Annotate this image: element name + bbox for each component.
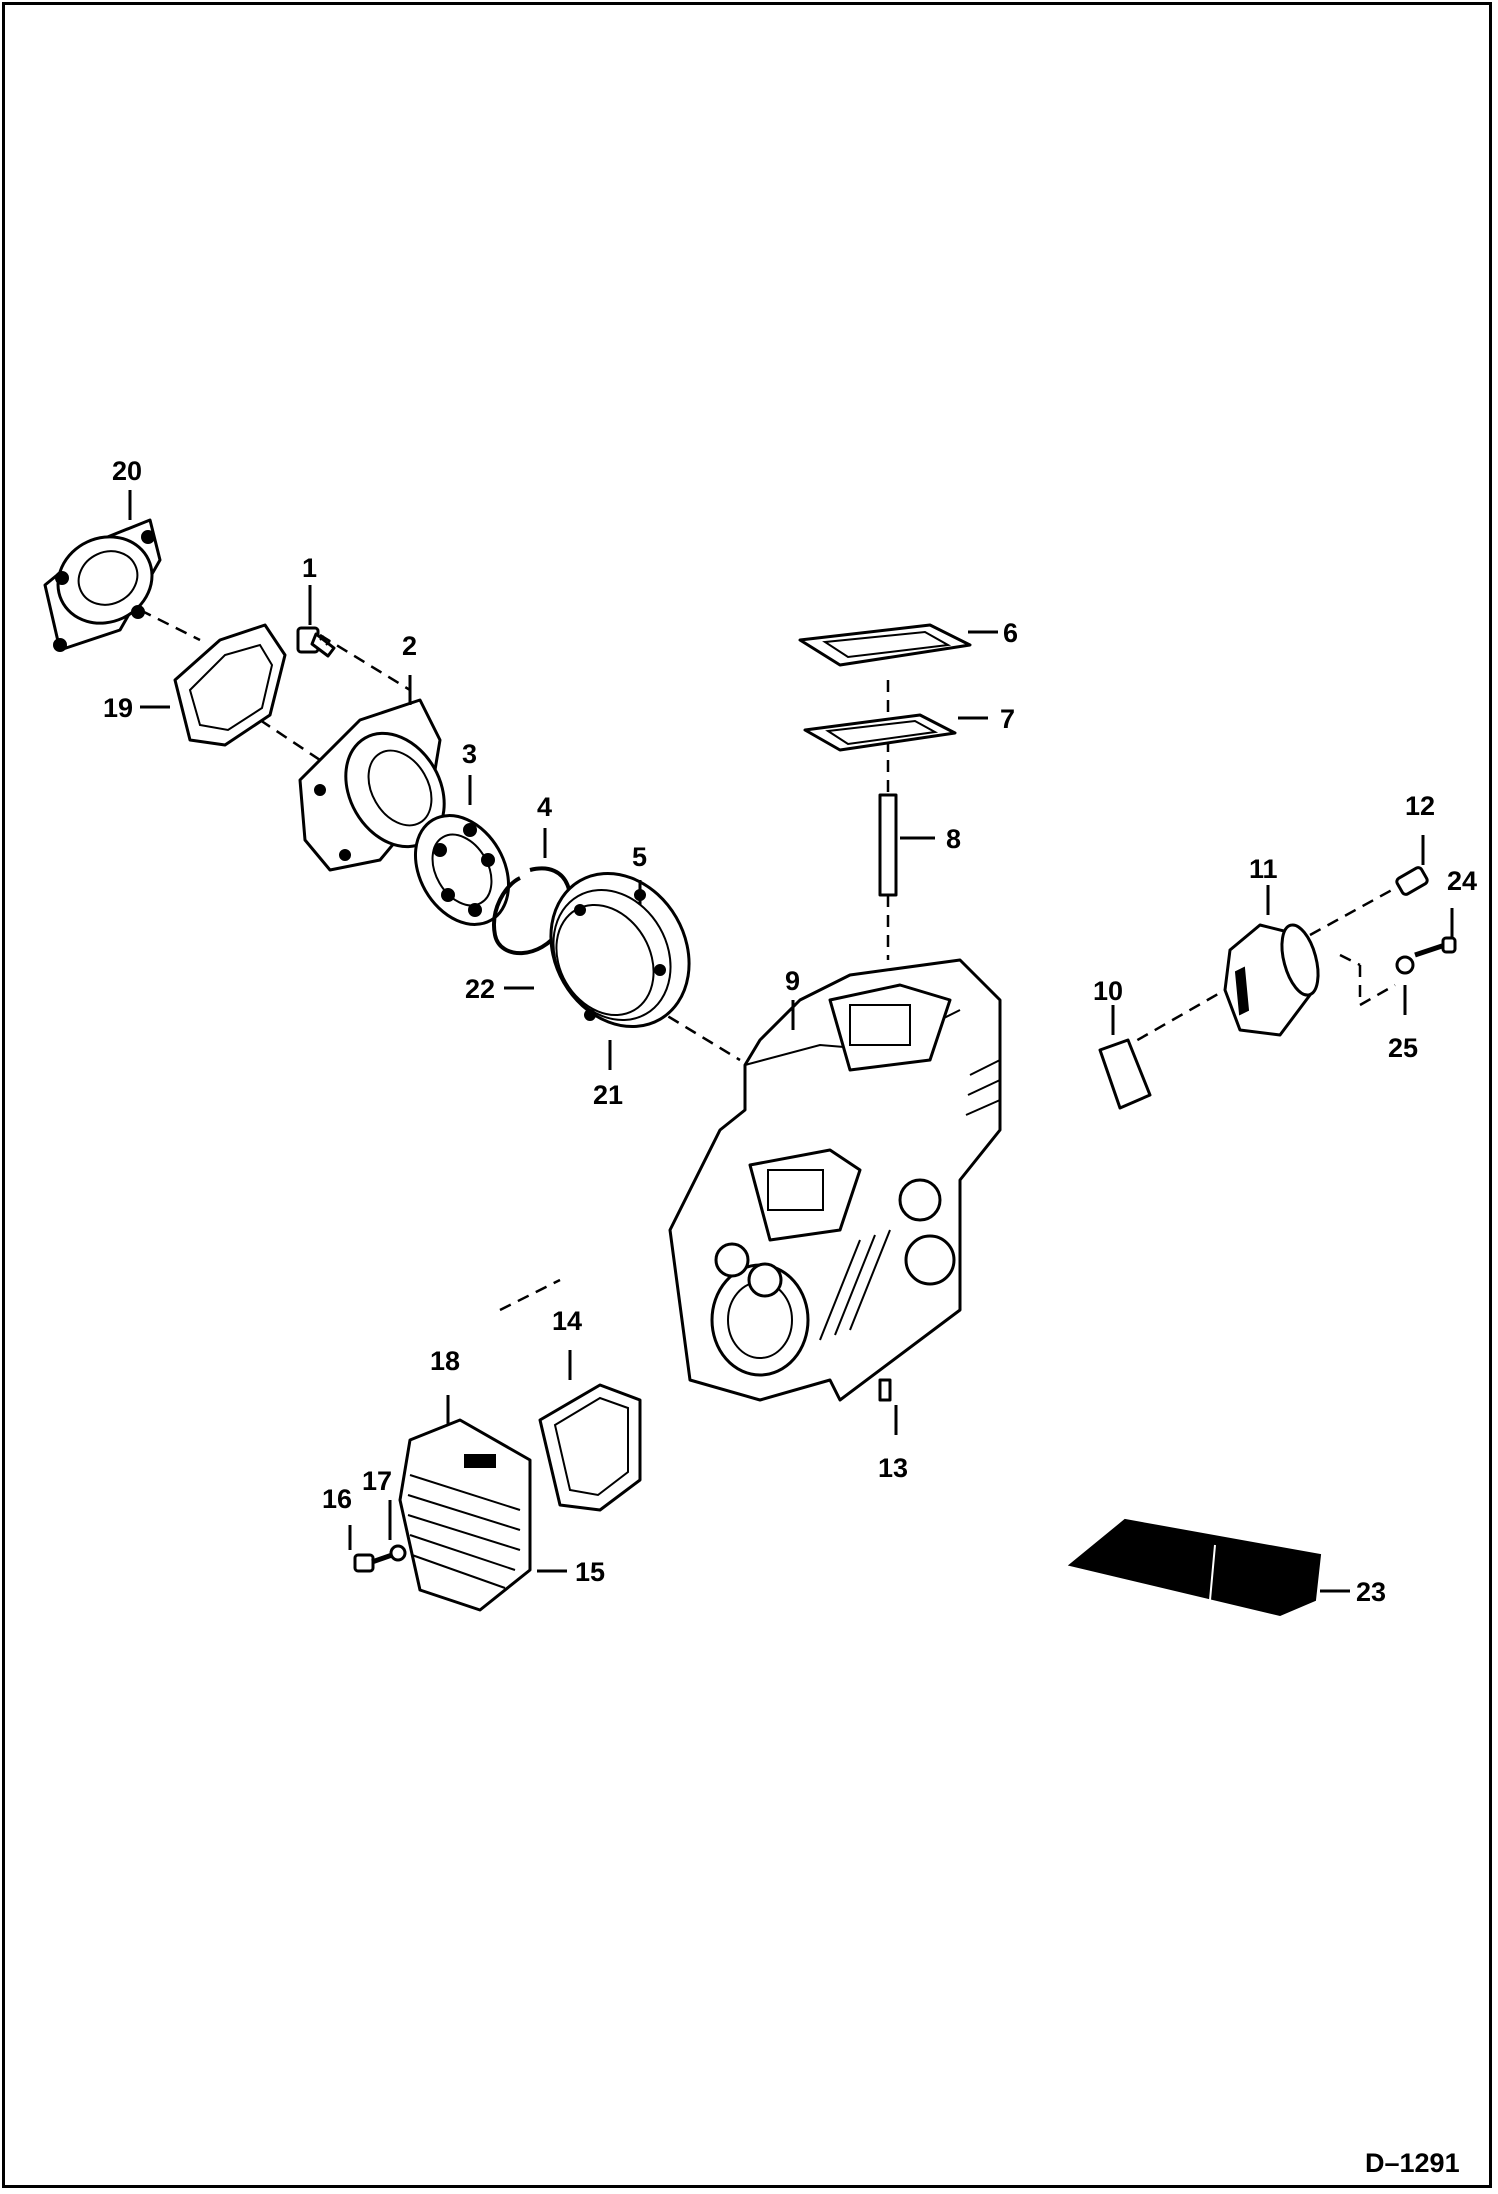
callout-7: 7 bbox=[1000, 704, 1015, 734]
part-14-side-gasket bbox=[538, 1383, 642, 1512]
callout-11: 11 bbox=[1249, 854, 1278, 884]
callout-17: 17 bbox=[362, 1466, 392, 1496]
callout-21: 21 bbox=[593, 1080, 623, 1110]
callout-3: 3 bbox=[462, 739, 477, 769]
callout-14: 14 bbox=[552, 1306, 582, 1336]
callout-25: 25 bbox=[1388, 1033, 1418, 1063]
part-11-pump-housing bbox=[1223, 923, 1320, 1037]
callout-12: 12 bbox=[1405, 791, 1435, 821]
callout-2: 2 bbox=[402, 631, 417, 661]
callout-22: 22 bbox=[465, 974, 495, 1004]
callout-6: 6 bbox=[1003, 618, 1018, 648]
part-19-gasket bbox=[173, 623, 287, 747]
callout-19: 19 bbox=[103, 693, 133, 723]
callout-13: 13 bbox=[878, 1453, 908, 1483]
part-2-bearing-housing bbox=[298, 698, 446, 872]
callout-9: 9 bbox=[785, 966, 800, 996]
callout-16: 16 bbox=[322, 1484, 352, 1514]
part-23-decal bbox=[1067, 1518, 1322, 1617]
part-9-crankcase-block bbox=[668, 958, 1002, 1402]
part-1-bolt bbox=[296, 626, 336, 658]
callout-1: 1 bbox=[302, 553, 317, 583]
part-24-screw bbox=[1414, 936, 1457, 958]
part-16-bolt bbox=[353, 1552, 393, 1573]
callout-18: 18 bbox=[430, 1346, 460, 1376]
drawing-id: D–1291 bbox=[1365, 2148, 1460, 2178]
part-6-cover-gasket bbox=[798, 623, 972, 667]
callout-leaders bbox=[128, 490, 1454, 1593]
callout-23: 23 bbox=[1356, 1577, 1386, 1607]
callout-15: 15 bbox=[575, 1557, 605, 1587]
callout-5: 5 bbox=[632, 842, 647, 872]
part-7-gasket bbox=[803, 713, 957, 752]
callout-10: 10 bbox=[1093, 976, 1123, 1006]
part-3-ball-bearing bbox=[413, 814, 511, 926]
part-12-fitting bbox=[1395, 866, 1429, 896]
callout-8: 8 bbox=[946, 824, 961, 854]
part-8-stud bbox=[878, 793, 898, 897]
callout-20: 20 bbox=[112, 456, 142, 486]
part-4-snap-ring bbox=[492, 866, 572, 956]
part-20-end-cover bbox=[43, 518, 162, 652]
part-25-nut bbox=[1395, 955, 1415, 975]
part-17-washer bbox=[389, 1544, 407, 1562]
callout-labels: 20 1 2 19 3 4 5 22 21 6 7 8 9 10 11 12 2… bbox=[103, 456, 1477, 1607]
callout-24: 24 bbox=[1447, 866, 1477, 896]
part-15-18-cylinder-head bbox=[398, 1418, 532, 1612]
part-10-plate bbox=[1098, 1038, 1152, 1110]
part-13-pin bbox=[878, 1378, 892, 1402]
part-5-21-22-seal-rings bbox=[549, 871, 691, 1029]
callout-4: 4 bbox=[537, 792, 552, 822]
